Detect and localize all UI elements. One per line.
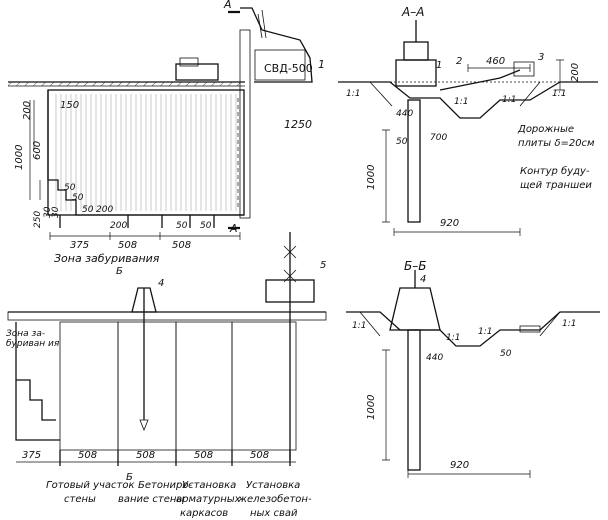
cut-mark-a-bottom: А xyxy=(229,222,238,235)
callout-4: 4 xyxy=(158,278,164,289)
stage-rebar-1: Установка xyxy=(182,480,236,491)
aa-dim-440: 440 xyxy=(396,109,413,119)
stage-concrete-2: вание стены xyxy=(118,494,184,505)
aa-dim-50: 50 xyxy=(396,137,408,147)
dim-50-e: 50 xyxy=(200,221,212,231)
section-bb-title: Б–Б xyxy=(404,259,426,273)
elev-dim-508-a: 508 xyxy=(78,450,97,461)
dim-30-a: 30 xyxy=(43,206,53,218)
dim-200-b: 200 xyxy=(110,221,127,231)
dim-30-b: 30 xyxy=(51,206,61,218)
bb-dim-1000: 1000 xyxy=(366,395,377,420)
aa-dim-460: 460 xyxy=(486,56,505,67)
callout-4-bb: 4 xyxy=(420,274,426,285)
bb-dim-50: 50 xyxy=(500,349,512,359)
callout-3-aa: 3 xyxy=(538,52,544,63)
cut-mark-b-top: Б xyxy=(116,266,123,277)
dim-1000: 1000 xyxy=(14,145,25,170)
aa-dim-700: 700 xyxy=(430,133,447,143)
cut-mark-b-bottom: Б xyxy=(126,472,133,483)
aa-slope-4: 1:1 xyxy=(552,89,566,99)
dim-50-c: 50 xyxy=(82,205,94,215)
aa-note-contour-2: щей траншеи xyxy=(520,180,592,191)
dim-50-b: 50 xyxy=(72,193,84,203)
stage-rebar-3: каркасов xyxy=(180,508,228,519)
aa-slope-3: 1:1 xyxy=(502,95,516,105)
section-aa-title: А–А xyxy=(401,5,424,19)
bb-slope-3: 1:1 xyxy=(478,327,492,337)
aa-note-plates-1: Дорожные xyxy=(517,124,574,135)
bb-slope-1: 1:1 xyxy=(352,321,366,331)
stage-piles-2: железобетон- xyxy=(237,493,312,505)
aa-slope-1: 1:1 xyxy=(346,89,360,99)
dim-600: 600 xyxy=(32,141,43,160)
dim-508-b: 508 xyxy=(172,240,191,251)
dim-200-a: 200 xyxy=(96,205,113,215)
callout-1-aa: 1 xyxy=(436,60,442,71)
stage-ready-1: Готовый участок xyxy=(46,480,135,491)
stage-piles-3: ных свай xyxy=(250,508,298,519)
dim-200: 200 xyxy=(22,101,33,120)
callout-2-aa: 2 xyxy=(456,56,462,67)
bb-dim-920: 920 xyxy=(450,460,469,471)
stage-piles-1: Установка xyxy=(246,480,300,491)
dim-250: 250 xyxy=(33,211,43,228)
bb-dim-440: 440 xyxy=(426,353,443,363)
aa-note-contour-1: Контур буду- xyxy=(520,165,590,177)
aa-note-plates-2: плиты δ=20см xyxy=(518,138,595,149)
elev-dim-375: 375 xyxy=(22,450,41,461)
elev-dim-508-b: 508 xyxy=(136,450,155,461)
elev-zone-label-1: Зона за- xyxy=(6,329,45,339)
stage-ready-2: стены xyxy=(64,494,96,505)
dim-1250: 1250 xyxy=(284,118,312,131)
aa-dim-1000: 1000 xyxy=(366,165,377,190)
section-bb xyxy=(346,270,600,478)
elev-dim-508-c: 508 xyxy=(194,450,213,461)
cut-mark-a-top: А xyxy=(223,0,232,11)
elevation-view xyxy=(7,232,327,466)
zone-label-top: Зона забуривания xyxy=(54,252,160,265)
stage-concrete-1: Бетониро- xyxy=(138,480,192,491)
dim-50-a: 50 xyxy=(64,183,76,193)
dim-375: 375 xyxy=(70,240,89,251)
machine-label: СВД-500 xyxy=(264,62,313,75)
aa-dim-200: 200 xyxy=(570,63,581,82)
stage-rebar-2: арматурных xyxy=(176,494,241,505)
dim-50-d: 50 xyxy=(176,221,188,231)
aa-slope-2: 1:1 xyxy=(454,97,468,107)
aa-dim-920: 920 xyxy=(440,218,459,229)
section-aa xyxy=(338,20,598,236)
callout-5: 5 xyxy=(320,260,326,271)
callout-1: 1 xyxy=(318,58,325,71)
bb-slope-4: 1:1 xyxy=(562,319,576,329)
top-plan-view xyxy=(8,7,313,240)
dim-150: 150 xyxy=(60,100,79,111)
dim-508-a: 508 xyxy=(118,240,137,251)
elev-zone-label-2: буриван ия xyxy=(6,339,60,349)
elev-dim-508-d: 508 xyxy=(250,450,269,461)
bb-slope-2: 1:1 xyxy=(446,333,460,343)
